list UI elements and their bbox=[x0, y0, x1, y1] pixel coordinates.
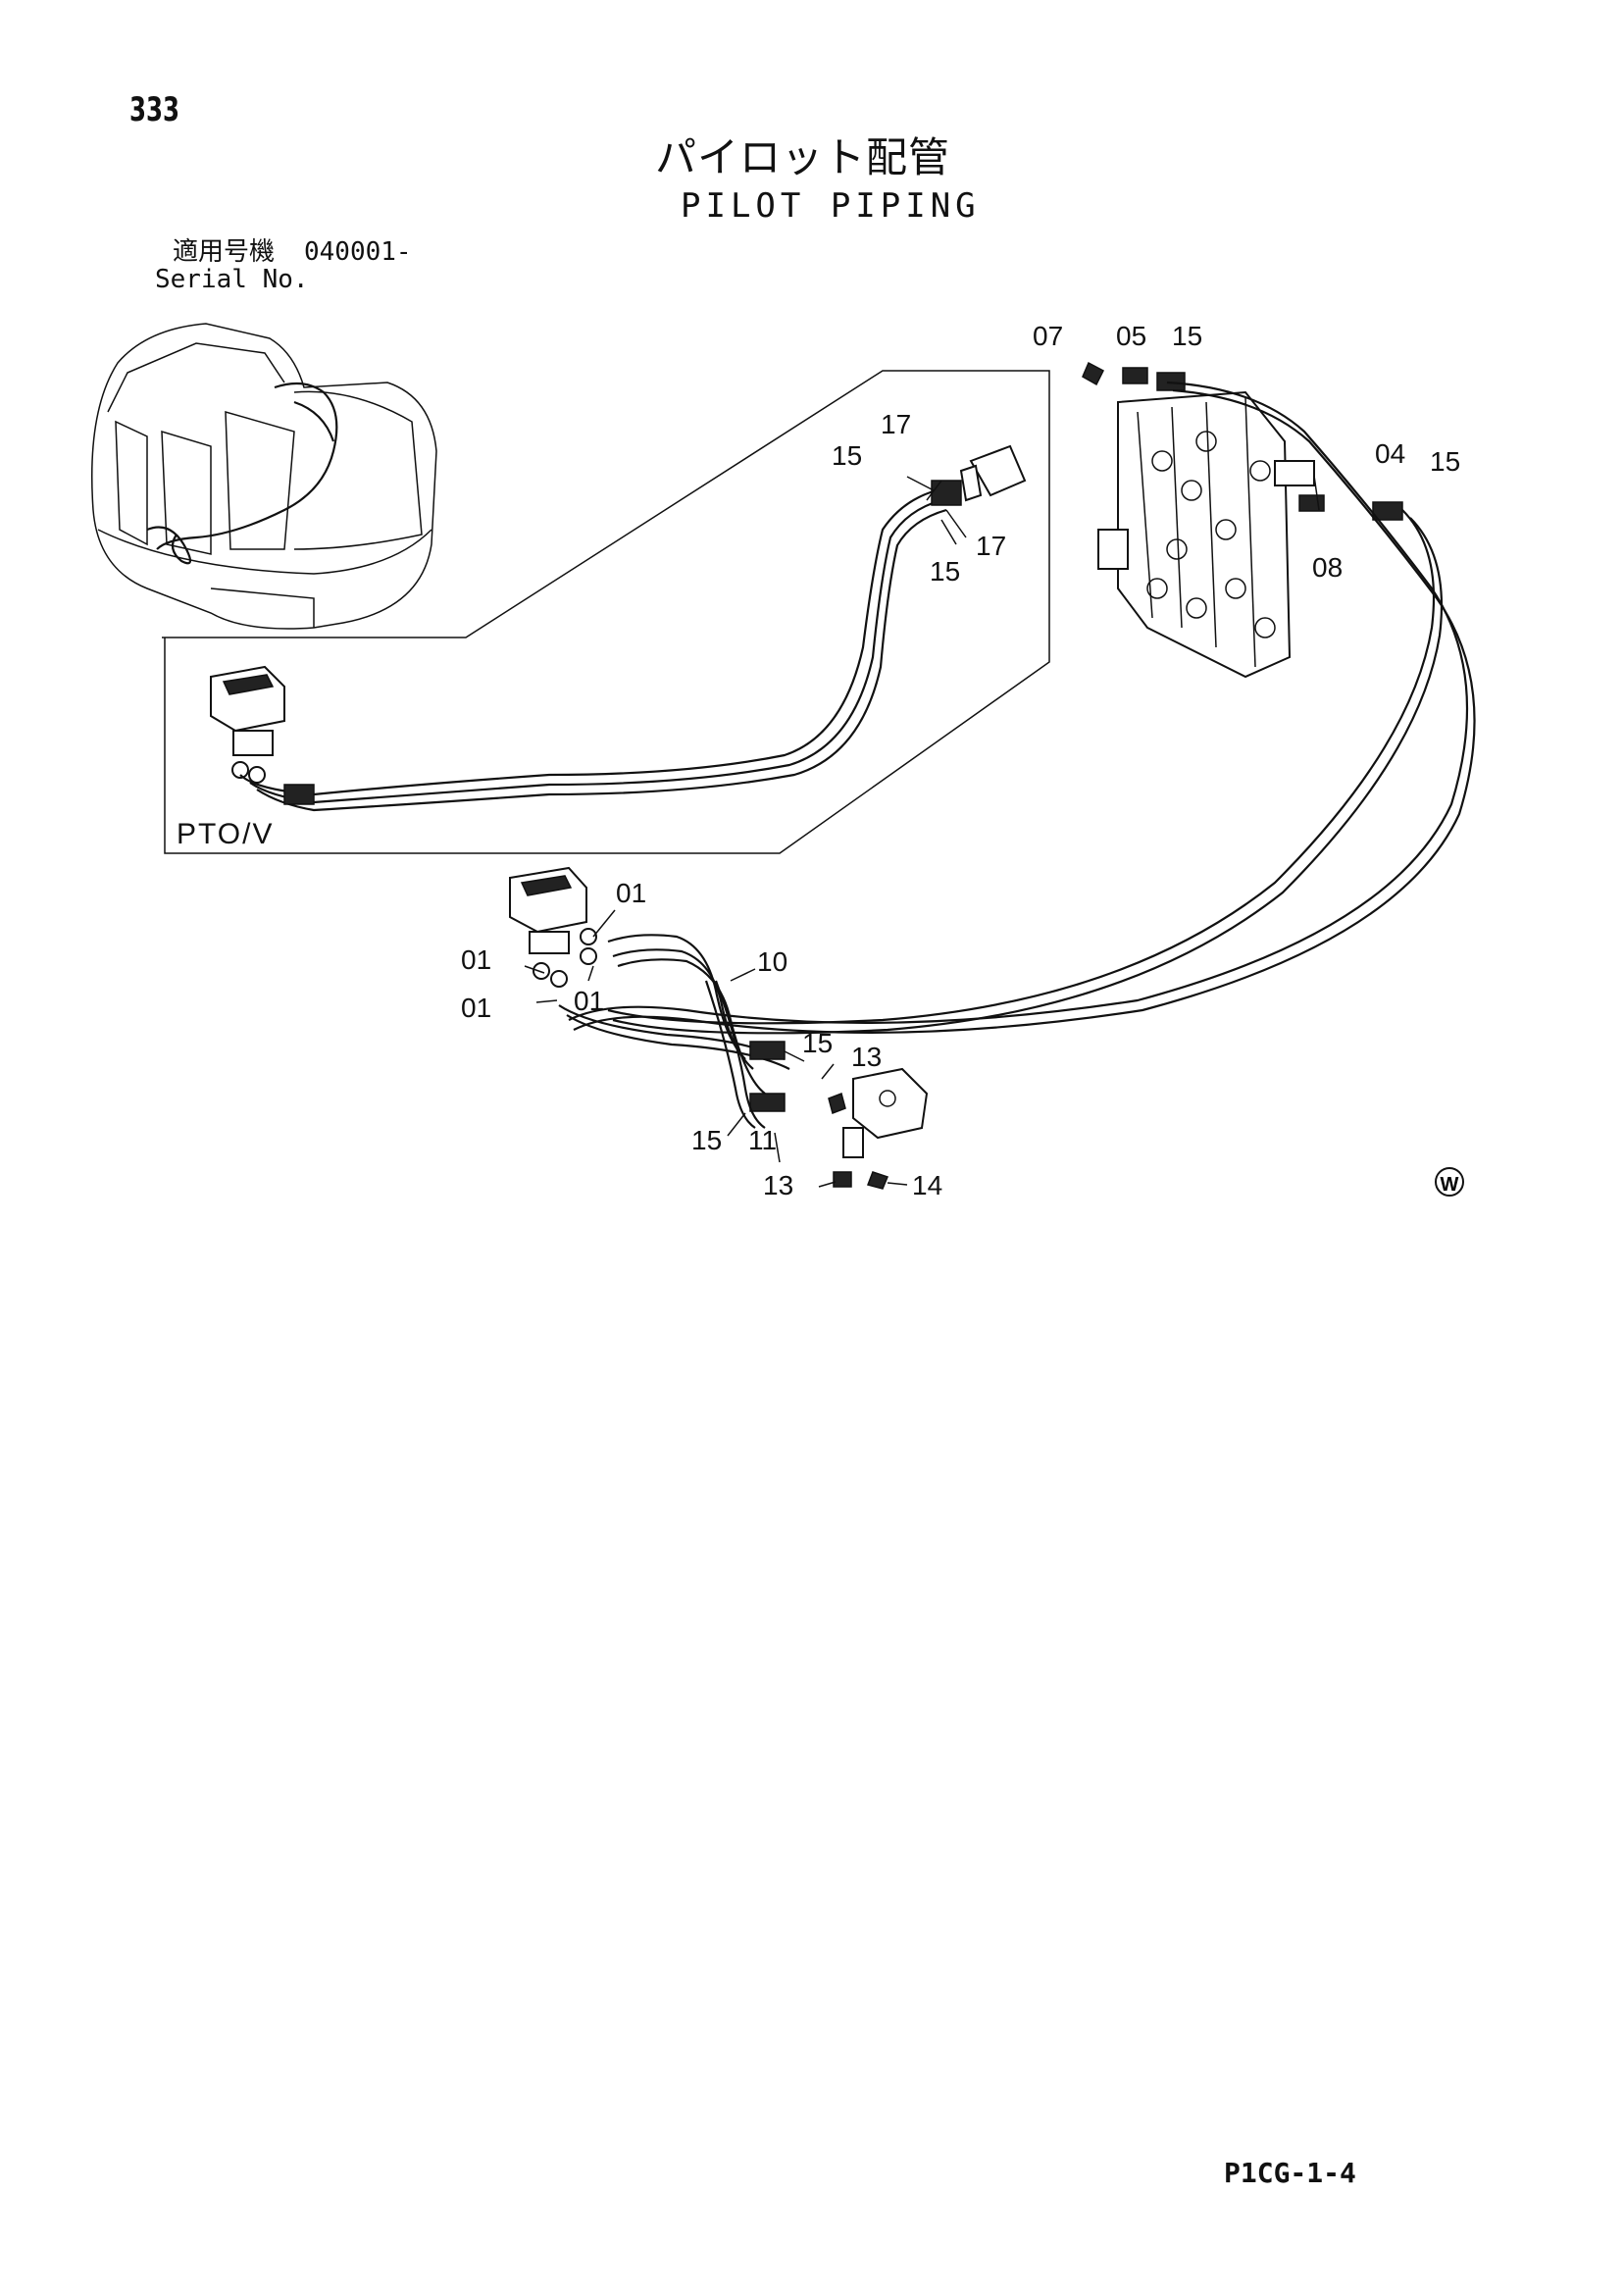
inset-label: PTO/V bbox=[177, 818, 274, 850]
callout-label: 17 bbox=[976, 531, 1006, 561]
title-japanese: パイロット配管 bbox=[655, 133, 951, 181]
part-callouts: 07 05 15 04 15 08 17 15 17 15 01 01 01 0… bbox=[461, 321, 1460, 1200]
document-code: P1CG-1-4 bbox=[1224, 2157, 1356, 2189]
callout-label: 15 bbox=[802, 1028, 833, 1058]
lower-pto-assembly bbox=[509, 866, 929, 1190]
callout-label: 01 bbox=[616, 878, 646, 908]
callout-label: 15 bbox=[930, 556, 960, 587]
page-number: 333 bbox=[129, 90, 180, 129]
pto-valve-inset bbox=[210, 444, 1027, 812]
w-mark-icon: W bbox=[1435, 1167, 1464, 1197]
control-valve-assembly bbox=[1082, 361, 1403, 679]
callout-label: 01 bbox=[461, 993, 491, 1023]
serial-number-value: 040001- bbox=[304, 237, 412, 267]
callout-label: 08 bbox=[1312, 552, 1343, 583]
callout-label: 07 bbox=[1033, 321, 1063, 351]
callout-label: 15 bbox=[691, 1125, 722, 1155]
callout-label: 13 bbox=[851, 1042, 882, 1072]
callout-label: 01 bbox=[574, 986, 604, 1016]
serial-label-japanese: 適用号機 bbox=[173, 237, 276, 267]
title-english: PILOT PIPING bbox=[681, 186, 981, 226]
serial-label-english: Serial No. bbox=[155, 265, 309, 294]
callout-leaders bbox=[524, 475, 1320, 1188]
callout-label: 15 bbox=[1172, 321, 1202, 351]
callout-label: 15 bbox=[832, 440, 862, 471]
excavator-cab-illustration bbox=[91, 323, 437, 630]
callout-label: 11 bbox=[748, 1125, 777, 1155]
callout-label: 04 bbox=[1375, 438, 1405, 469]
inset-frame bbox=[162, 370, 1050, 854]
callout-label: 17 bbox=[881, 409, 911, 439]
callout-label: 15 bbox=[1430, 446, 1460, 477]
svg-text:W: W bbox=[1441, 1174, 1459, 1196]
callout-label: 10 bbox=[757, 946, 787, 977]
callout-label: 13 bbox=[763, 1170, 793, 1200]
callout-label: 05 bbox=[1116, 321, 1146, 351]
callout-label: 01 bbox=[461, 944, 491, 975]
pilot-hoses bbox=[568, 381, 1476, 1035]
callout-label: 14 bbox=[912, 1170, 942, 1200]
